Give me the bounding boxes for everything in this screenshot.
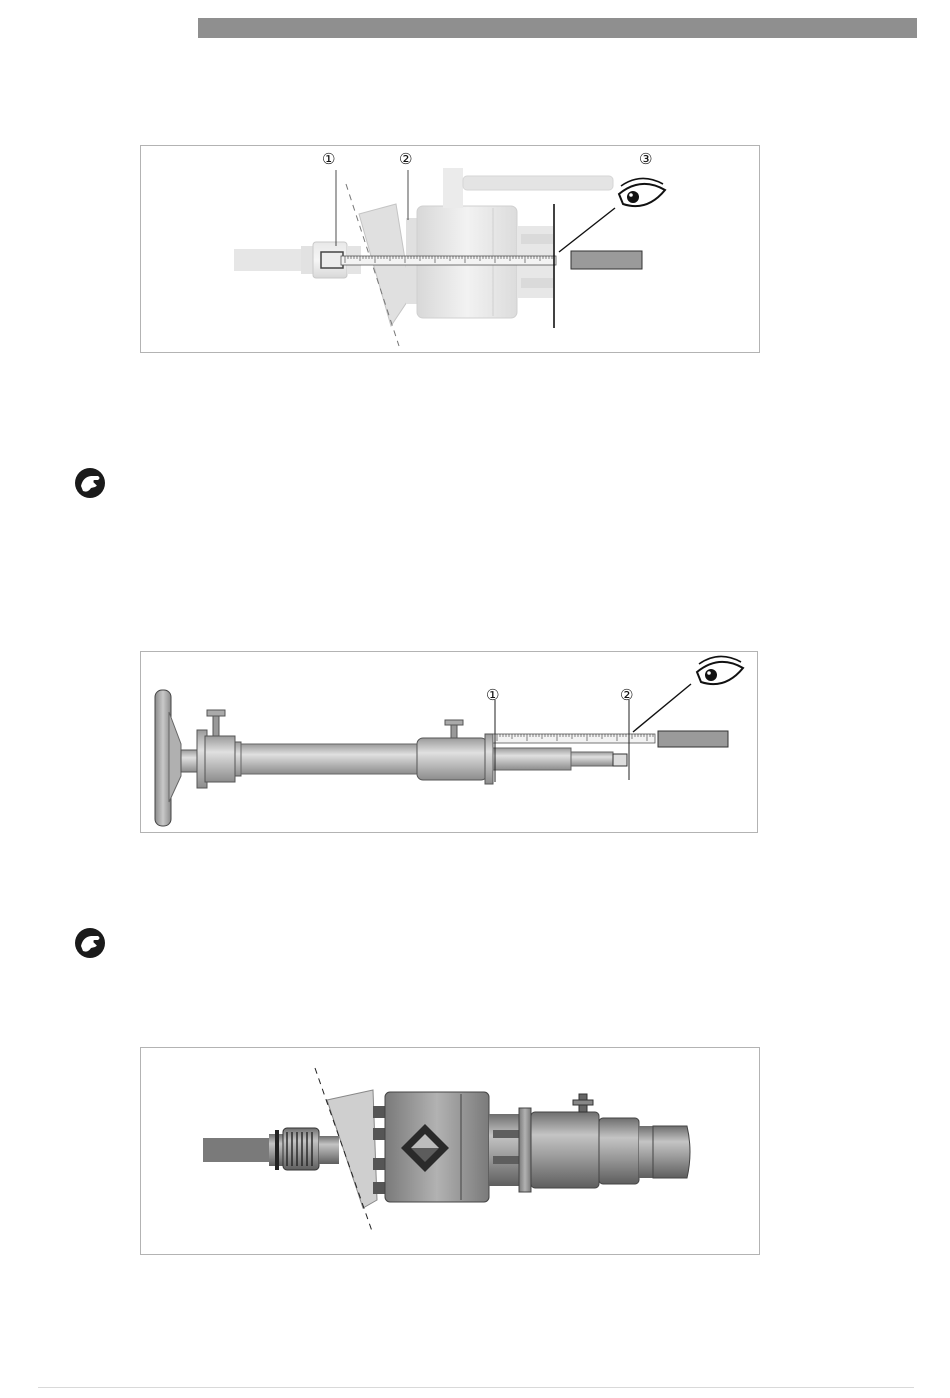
figure-installed-probe [140, 1047, 760, 1255]
guide-tube [241, 744, 419, 774]
tape-end-block [658, 731, 728, 747]
guide-tube [653, 1126, 690, 1178]
measuring-tape [341, 256, 556, 265]
probe-tip [203, 1138, 271, 1162]
figure-retraction-tool-measurement: ① ② [140, 651, 758, 833]
callout-1: ① [486, 688, 499, 703]
figure-ball-valve-measurement: ① ② ③ [140, 145, 760, 353]
hand-wrench-icon [74, 467, 106, 499]
header-bar [198, 18, 917, 38]
inner-marker [321, 252, 343, 268]
eye-icon [619, 178, 665, 206]
valve-handle [463, 176, 613, 190]
callout-3: ③ [639, 152, 652, 167]
callout-2: ② [620, 688, 633, 703]
callout-2: ② [399, 152, 412, 167]
hand-wrench-icon [74, 927, 106, 959]
threaded-section [283, 1128, 319, 1170]
probe-tip [234, 249, 306, 271]
valve-block [205, 736, 235, 782]
measuring-tape [493, 734, 655, 743]
footer-rule [38, 1387, 914, 1388]
rod-tip [613, 754, 627, 766]
callout-1: ① [322, 152, 335, 167]
tape-end-block [571, 251, 642, 269]
eye-icon [697, 656, 743, 684]
